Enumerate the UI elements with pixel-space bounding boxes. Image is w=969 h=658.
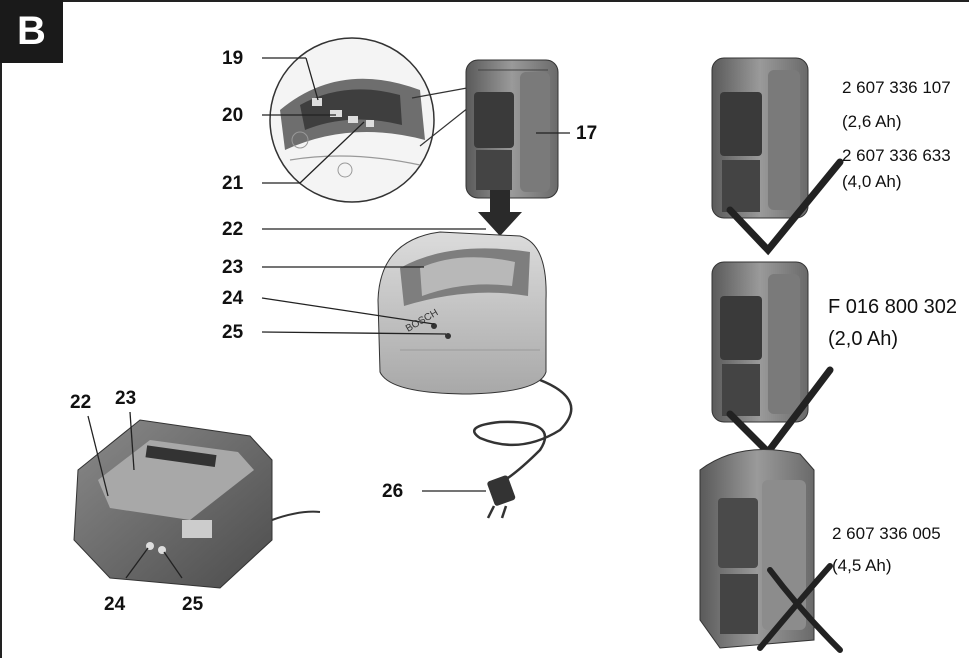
callout-26: 26 [382,481,404,502]
callout-19: 19 [222,48,244,69]
charger-main: BOSCH [377,231,547,395]
battery-1-part-b: 2 607 336 633 [842,146,951,165]
power-cord [473,378,573,519]
battery-3-capacity: (4,5 Ah) [832,556,892,575]
battery-1-capacity-a: (2,6 Ah) [842,112,902,131]
charger-alt [73,419,321,589]
callout-25-main: 25 [222,322,244,343]
insert-arrow [478,190,522,236]
frame-left-border [0,0,2,658]
callout-25-alt: 25 [182,594,204,615]
battery-3-part: 2 607 336 005 [832,524,941,543]
battery-2-part: F 016 800 302 [828,296,957,318]
callout-20: 20 [222,105,244,126]
callout-17: 17 [576,123,598,144]
battery-1-part-a: 2 607 336 107 [842,78,951,97]
checkmark-icon [726,158,844,256]
cross-icon [757,563,843,653]
battery-option-1 [711,57,809,219]
battery-option-3 [699,449,815,649]
leader-lines [87,57,570,579]
callout-23-alt: 23 [115,388,137,409]
callout-24-alt: 24 [104,594,126,615]
section-badge: B [0,0,63,63]
battery-option-2 [711,261,809,423]
battery-1-capacity-b: (4,0 Ah) [842,172,902,191]
battery-2-capacity: (2,0 Ah) [828,328,899,350]
battery-pack-17 [465,59,559,199]
callout-23-main: 23 [222,257,244,278]
callout-22-alt: 22 [70,392,92,413]
callout-21: 21 [222,173,244,194]
callout-22-main: 22 [222,219,244,240]
frame-top-border [0,0,969,2]
detail-magnifier [269,37,479,203]
callout-24-main: 24 [222,288,244,309]
